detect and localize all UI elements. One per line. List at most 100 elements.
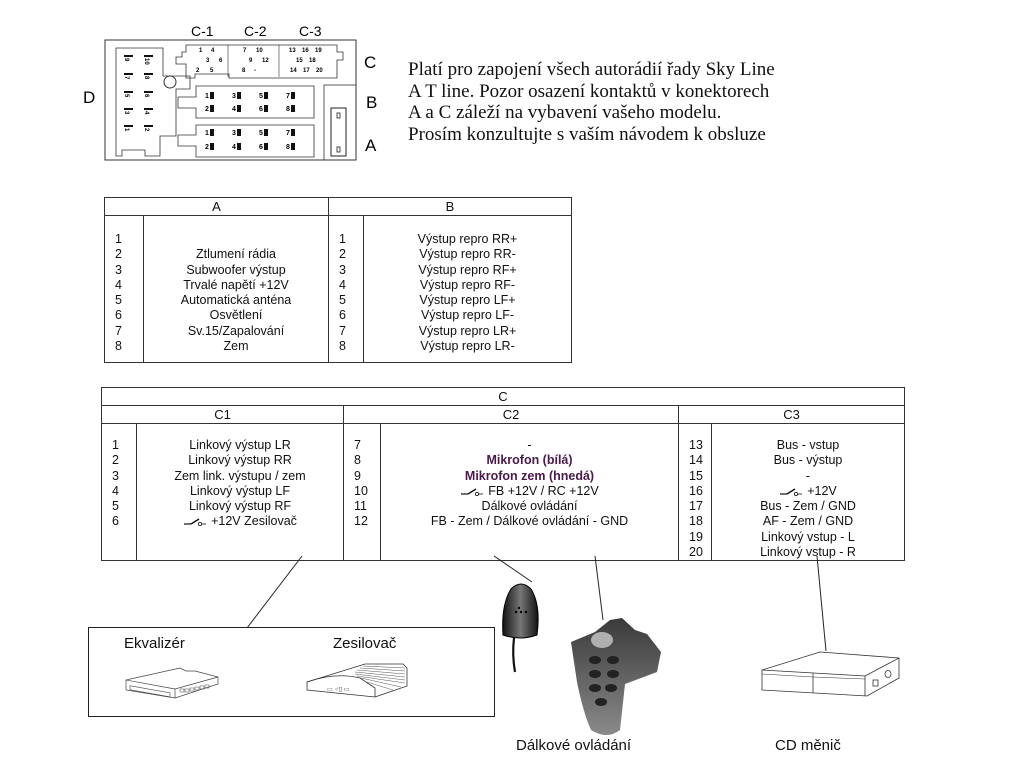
pin-function-text: FB - Zem / Dálkové ovládání - GND (430, 514, 629, 529)
pin-number: 8 (115, 339, 122, 354)
pin-function-text: Linkový vstup - R (760, 545, 856, 560)
connector-label-d: D (83, 88, 95, 107)
switch-icon (184, 518, 207, 527)
pin-number: 16 (689, 483, 703, 498)
pin-function-text: Subwoofer výstup (186, 262, 286, 277)
pin-number: 19 (689, 529, 703, 544)
c-pin-label: 4 (211, 48, 215, 54)
c-pin-label: 13 (289, 48, 296, 54)
pin-number: 6 (339, 308, 346, 323)
c-pin-label: 2 (196, 68, 200, 74)
pin-number: 14 (689, 453, 703, 468)
description-line: A T line. Pozor osazení kontaktů v konek… (408, 80, 770, 102)
pin-number: 17 (689, 499, 703, 514)
pin-number: 2 (115, 247, 122, 262)
pin-function-text: Bus - výstup (773, 453, 843, 468)
pin-contact (144, 125, 153, 127)
pin-function-text: Výstup repro RF- (419, 277, 516, 292)
pin-function: - (712, 469, 904, 484)
pin-contact (237, 92, 241, 99)
pin-contact (210, 129, 214, 136)
pin-contact (264, 129, 268, 136)
a-pin-label: 2 (205, 144, 209, 151)
pin-function: Linkový vstup - L (712, 530, 904, 545)
pin-number: 10 (354, 483, 368, 498)
pin-function: Výstup repro RF- (364, 278, 571, 293)
d-pin-label: 9 (123, 58, 129, 62)
pin-function: +12V Zesilovač (137, 514, 343, 529)
pin-function: Bus - Zem / GND (712, 499, 904, 514)
b-pin-label: 5 (259, 93, 263, 100)
pin-contact (264, 105, 268, 112)
pin-function-text: Ztlumení rádia (196, 247, 276, 262)
pin-function: Osvětlení (144, 308, 328, 323)
a-pin-label: 3 (232, 130, 236, 137)
pin-function-text: Linkový výstup RR (188, 453, 292, 468)
pin-function: Mikrofon zem (hnedá) (381, 469, 678, 484)
pin-number: 4 (115, 277, 122, 292)
pin-number: 6 (115, 308, 122, 323)
pin-contact (210, 143, 214, 150)
pin-function: Linkový výstup RR (137, 453, 343, 468)
pin-contact (124, 55, 133, 57)
pin-number: 5 (112, 499, 119, 514)
pin-contact (264, 92, 268, 99)
pin-number: 7 (339, 323, 346, 338)
pin-function-text: - (805, 468, 811, 483)
pin-function-text: Trvalé napětí +12V (183, 277, 289, 292)
d-pin-label: 1 (123, 128, 129, 132)
svg-text:▭ ♂▯ ▭: ▭ ♂▯ ▭ (327, 687, 350, 693)
pin-function: Bus - výstup (712, 453, 904, 468)
a-pin-label: 7 (286, 130, 290, 137)
switch-icon (780, 488, 803, 496)
c-pin-label: 9 (249, 58, 253, 64)
pin-function-text: Výstup repro LF- (420, 308, 515, 323)
pin-contact (124, 73, 133, 75)
pin-number: 1 (115, 232, 122, 246)
pin-function: Bus - vstup (712, 438, 904, 453)
a-pin-label: 1 (205, 130, 209, 137)
pin-contact (144, 73, 153, 75)
pin-function: AF - Zem / GND (712, 514, 904, 529)
pin-function-text: Linkový vstup - L (761, 529, 855, 544)
pin-function: Výstup repro LF- (364, 308, 571, 323)
pin-function: Automatická anténa (144, 293, 328, 308)
pin-function: Výstup repro RR+ (364, 232, 571, 247)
b-pin-label: 7 (286, 93, 290, 100)
c-pin-label: 15 (296, 58, 303, 64)
pin-number: 7 (115, 323, 122, 338)
connector-label-b: B (366, 93, 377, 112)
c-pin-label: - (254, 68, 256, 74)
pin-contact (237, 129, 241, 136)
connector-label-c: C (364, 53, 376, 72)
pin-function: FB +12V / RC +12V (381, 484, 678, 499)
remote-control-icon (571, 618, 661, 735)
c-pin-label: 1 (199, 48, 203, 54)
b-pin-label: 4 (232, 106, 236, 113)
pin-number: 12 (354, 514, 368, 529)
pin-contact (124, 91, 133, 93)
amplifier-icon: ▭ ♂▯ ▭ (306, 663, 408, 698)
b-pin-label: 8 (286, 106, 290, 113)
b-pin-label: 2 (205, 106, 209, 113)
pin-number: 1 (112, 438, 119, 452)
pin-function-text: Linkový výstup RF (188, 499, 292, 514)
remote-control-label: Dálkové ovládání (516, 737, 632, 754)
pin-number: 5 (115, 293, 122, 308)
pin-contact (237, 105, 241, 112)
c-pin-label: 14 (290, 68, 297, 74)
pin-contact (291, 105, 295, 112)
a-pin-label: 4 (232, 144, 236, 151)
pin-contact (291, 92, 295, 99)
pin-function-text: Výstup repro RF+ (418, 262, 517, 277)
pin-number: 1 (339, 232, 346, 246)
pin-function: Sv.15/Zapalování (144, 324, 328, 339)
d-pin-label: 2 (143, 128, 149, 132)
pin-function-text: Mikrofon zem (hnedá) (464, 468, 595, 483)
